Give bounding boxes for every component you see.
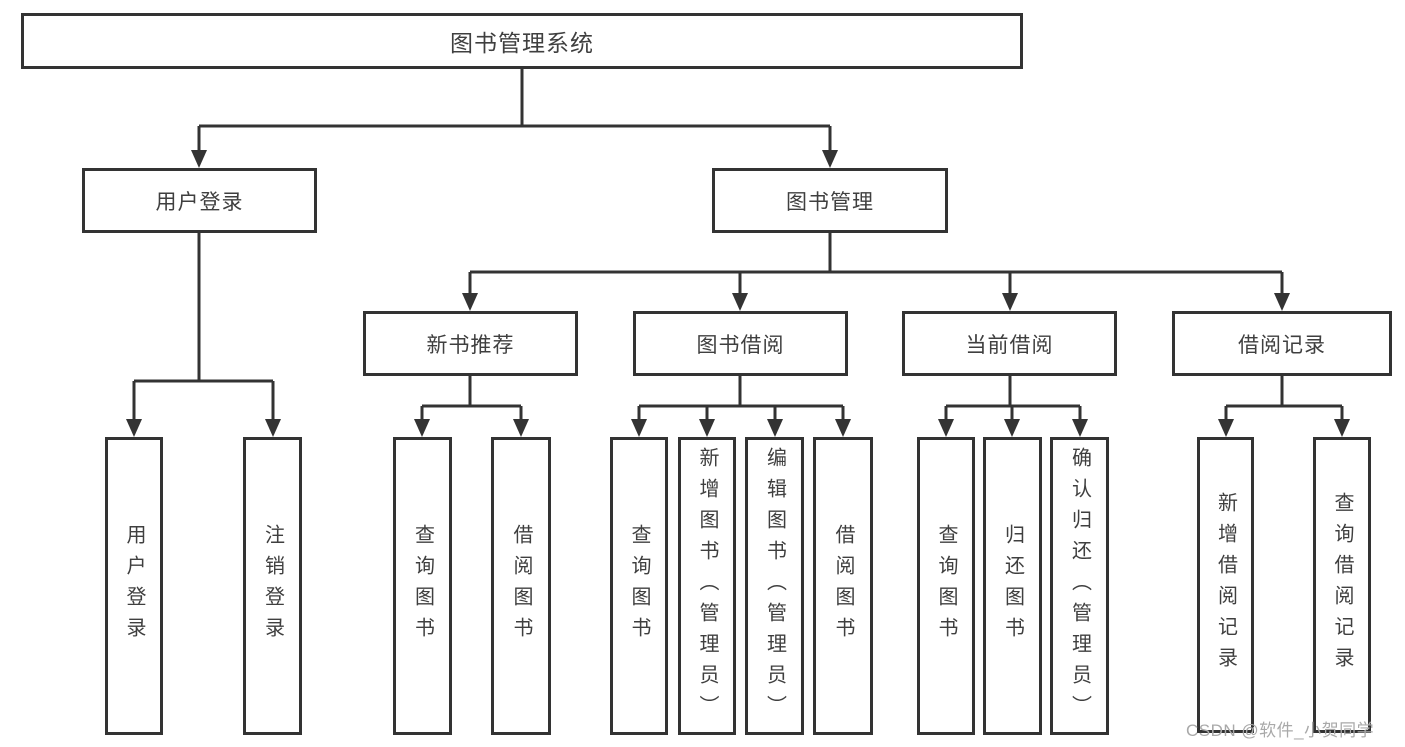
node-library-management-system: 图书管理系统 (21, 13, 1023, 69)
arrow-down-icon (462, 293, 478, 311)
node-label: 借阅图书 (832, 524, 854, 648)
arrow-down-icon (414, 419, 430, 437)
arrow-down-icon (513, 419, 529, 437)
arrow-down-icon (822, 150, 838, 168)
node-book-management: 图书管理 (712, 168, 948, 233)
leaf-query-book-borrow: 查询图书 (610, 437, 668, 735)
leaf-query-borrow-record: 查询借阅记录 (1313, 437, 1371, 733)
arrow-down-icon (265, 419, 281, 437)
csdn-watermark: CSDN @软件_小贺同学 (1186, 721, 1375, 740)
node-label: 图书借阅 (696, 333, 785, 357)
leaf-query-book-current: 查询图书 (917, 437, 975, 735)
node-label: 新增借阅记录 (1214, 492, 1237, 678)
arrow-down-icon (1218, 419, 1234, 437)
node-label: 确认归还（管理员） (1068, 446, 1091, 726)
leaf-query-book-recommend: 查询图书 (393, 437, 452, 735)
node-label: 归还图书 (1001, 524, 1024, 648)
leaf-borrow-book-recommend: 借阅图书 (491, 437, 551, 735)
arrow-down-icon (699, 419, 715, 437)
arrow-down-icon (1002, 293, 1018, 311)
node-current-borrowing: 当前借阅 (902, 311, 1117, 376)
leaf-confirm-return-admin: 确认归还（管理员） (1050, 437, 1109, 735)
node-label: 查询图书 (411, 524, 434, 648)
node-label: 用户登录 (123, 524, 145, 648)
leaf-borrow-book: 借阅图书 (813, 437, 873, 735)
arrow-down-icon (1004, 419, 1020, 437)
node-label: 图书管理系统 (450, 30, 594, 56)
node-new-book-recommendation: 新书推荐 (363, 311, 578, 376)
arrow-down-icon (1334, 419, 1350, 437)
node-label: 查询借阅记录 (1331, 492, 1353, 678)
node-label: 借阅记录 (1238, 333, 1326, 357)
node-user-login: 用户登录 (82, 168, 317, 233)
node-label: 图书管理 (786, 190, 874, 214)
arrowheads (126, 150, 1350, 437)
leaf-add-borrow-record: 新增借阅记录 (1197, 437, 1254, 733)
leaf-user-login: 用户登录 (105, 437, 163, 735)
node-label: 查询图书 (935, 524, 957, 648)
arrow-down-icon (1072, 419, 1088, 437)
node-label: 当前借阅 (965, 333, 1054, 357)
node-label: 借阅图书 (510, 524, 532, 648)
node-label: 查询图书 (628, 524, 650, 648)
arrow-down-icon (126, 419, 142, 437)
node-label: 注销登录 (261, 524, 284, 648)
arrow-down-icon (767, 419, 783, 437)
node-label: 新增图书（管理员） (696, 446, 718, 726)
node-label: 新书推荐 (426, 333, 515, 357)
leaf-return-book: 归还图书 (983, 437, 1042, 735)
node-book-borrowing: 图书借阅 (633, 311, 848, 376)
node-label: 编辑图书（管理员） (763, 446, 786, 726)
connector-path (132, 69, 1344, 421)
leaf-add-book-admin: 新增图书（管理员） (678, 437, 736, 735)
arrow-down-icon (631, 419, 647, 437)
node-borrowing-records: 借阅记录 (1172, 311, 1392, 376)
arrow-down-icon (1274, 293, 1290, 311)
leaf-logout: 注销登录 (243, 437, 302, 735)
arrow-down-icon (191, 150, 207, 168)
arrow-down-icon (732, 293, 748, 311)
arrow-down-icon (938, 419, 954, 437)
arrow-down-icon (835, 419, 851, 437)
node-label: 用户登录 (155, 190, 244, 214)
leaf-edit-book-admin: 编辑图书（管理员） (745, 437, 804, 735)
